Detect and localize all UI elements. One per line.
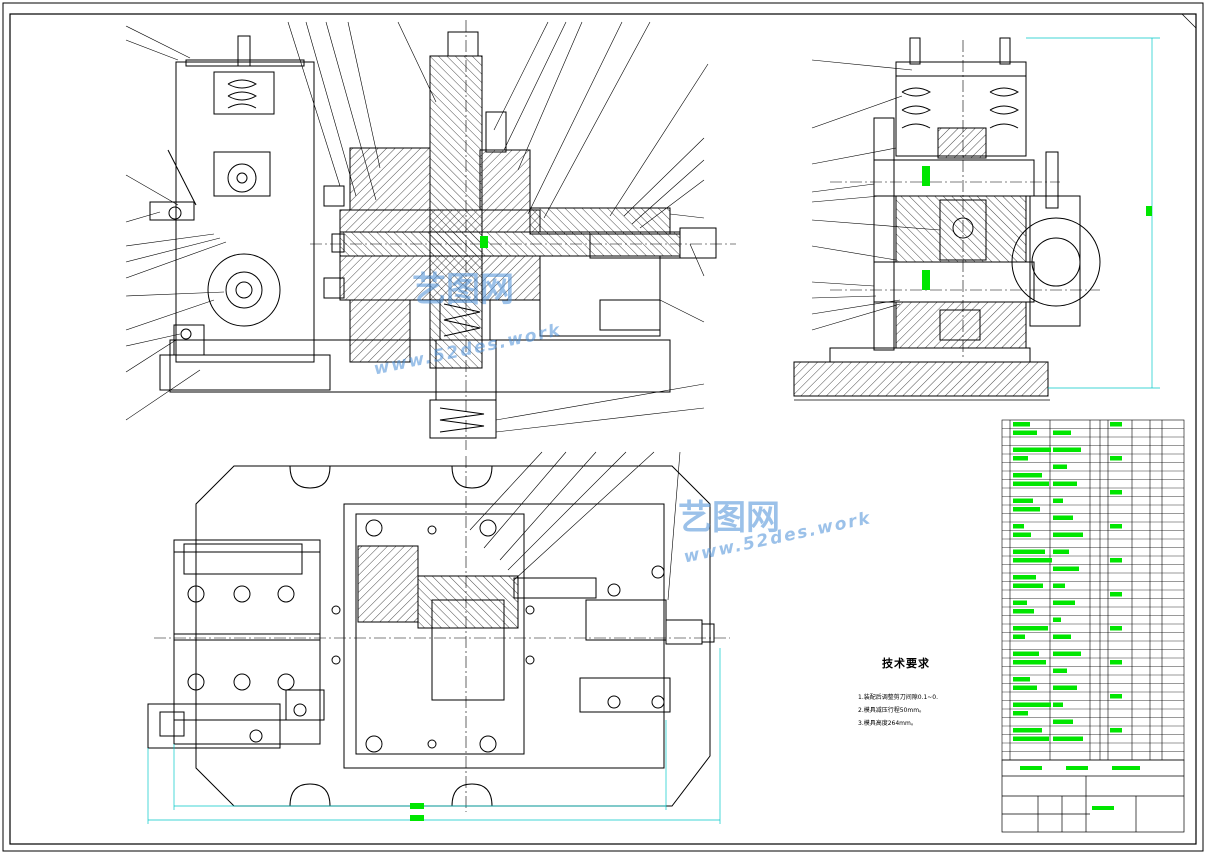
parts-list-cell-mark — [1110, 626, 1122, 631]
parts-list-cell-mark — [1053, 464, 1067, 469]
parts-list-cell-mark — [1013, 422, 1030, 427]
parts-list-cell-mark — [1110, 456, 1122, 461]
parts-list-cell-mark — [1053, 634, 1071, 639]
technical-requirement-2: 2.模具减压行程50mm。 — [858, 707, 926, 714]
parts-list-cell-mark — [1053, 668, 1067, 673]
parts-list-cell-mark — [1053, 481, 1077, 486]
parts-list-cell-mark — [1110, 422, 1122, 427]
parts-list-cell-mark — [1013, 532, 1031, 537]
title-block — [1001, 759, 1185, 833]
parts-list-cell-mark — [1013, 702, 1051, 707]
technical-requirement-3: 3.模具高度264mm。 — [858, 720, 917, 727]
parts-list-cell-mark — [1013, 660, 1046, 665]
parts-list-cell-mark — [1053, 736, 1083, 741]
parts-list-cell-mark — [1053, 719, 1073, 724]
parts-list-cell-mark — [1110, 728, 1122, 733]
parts-list-cell-mark — [1053, 600, 1075, 605]
parts-list-cell-mark — [1013, 600, 1027, 605]
parts-list-cell-mark — [1013, 677, 1030, 682]
parts-list-cell-mark — [1013, 456, 1028, 461]
front-view-leaders — [125, 21, 709, 433]
parts-list-cell-mark — [1013, 481, 1049, 486]
parts-list-cell-mark — [1013, 524, 1024, 529]
parts-list-cell-mark — [1013, 736, 1049, 741]
parts-list-cell-mark — [1110, 592, 1122, 597]
parts-list-cell-mark — [1013, 507, 1040, 512]
parts-list-cell-mark — [1013, 549, 1045, 554]
highlight-marker — [480, 236, 488, 248]
parts-list-cell-mark — [1053, 430, 1071, 435]
parts-list-cell-mark — [1053, 566, 1079, 571]
top-view-leaders — [469, 451, 681, 601]
parts-list-cell-mark — [1053, 447, 1081, 452]
parts-list-cell-mark — [1013, 634, 1025, 639]
parts-list-cell-mark — [1013, 558, 1052, 563]
parts-list-cell-mark — [1013, 583, 1043, 588]
parts-list-cell-mark — [1013, 711, 1028, 716]
parts-list-rows — [1002, 422, 1184, 752]
front-view — [149, 20, 736, 450]
parts-list-cell-mark — [1013, 498, 1033, 503]
watermark-brand-2: 艺图网 — [678, 498, 780, 538]
parts-list-cell-mark — [1110, 558, 1122, 563]
side-view-leaders — [811, 59, 941, 331]
top-view-dimensions — [147, 648, 721, 824]
technical-requirement-1: 1.装配后调整剪刀间隙0.1~0. — [858, 694, 939, 701]
parts-list-cell-mark — [1013, 575, 1036, 580]
parts-list-cell-mark — [1110, 524, 1122, 529]
parts-list-cell-mark — [1053, 549, 1069, 554]
parts-list-cell-mark — [1110, 660, 1122, 665]
corner-mark — [1181, 13, 1197, 29]
parts-list-cell-mark — [1013, 430, 1037, 435]
parts-list-cell-mark — [1053, 702, 1063, 707]
watermark-brand-1: 艺图网 — [412, 270, 514, 310]
technical-requirements-title: 技术要求 — [882, 657, 930, 670]
parts-list-cell-mark — [1013, 651, 1039, 656]
sheet-inner-border — [9, 13, 1197, 845]
parts-list-cell-mark — [1053, 685, 1077, 690]
parts-list-cell-mark — [1013, 609, 1034, 614]
parts-list-cell-mark — [1110, 490, 1122, 495]
parts-list-cell-mark — [1110, 694, 1122, 699]
parts-list-cell-mark — [1013, 447, 1051, 452]
parts-list-cell-mark — [1053, 515, 1073, 520]
parts-list-cell-mark — [1053, 617, 1061, 622]
parts-list-cell-mark — [1013, 473, 1042, 478]
bolt-holes — [187, 519, 665, 753]
parts-list-cell-mark — [1013, 728, 1042, 733]
side-view — [793, 37, 1101, 397]
top-view — [147, 456, 730, 812]
parts-list-cell-mark — [1053, 498, 1063, 503]
parts-list-cell-mark — [1053, 532, 1083, 537]
parts-list-cell-mark — [1013, 626, 1048, 631]
side-view-dimensions — [794, 37, 1160, 401]
parts-list-cell-mark — [1053, 583, 1065, 588]
parts-list-cell-mark — [1013, 685, 1037, 690]
parts-list-cell-mark — [1053, 651, 1081, 656]
